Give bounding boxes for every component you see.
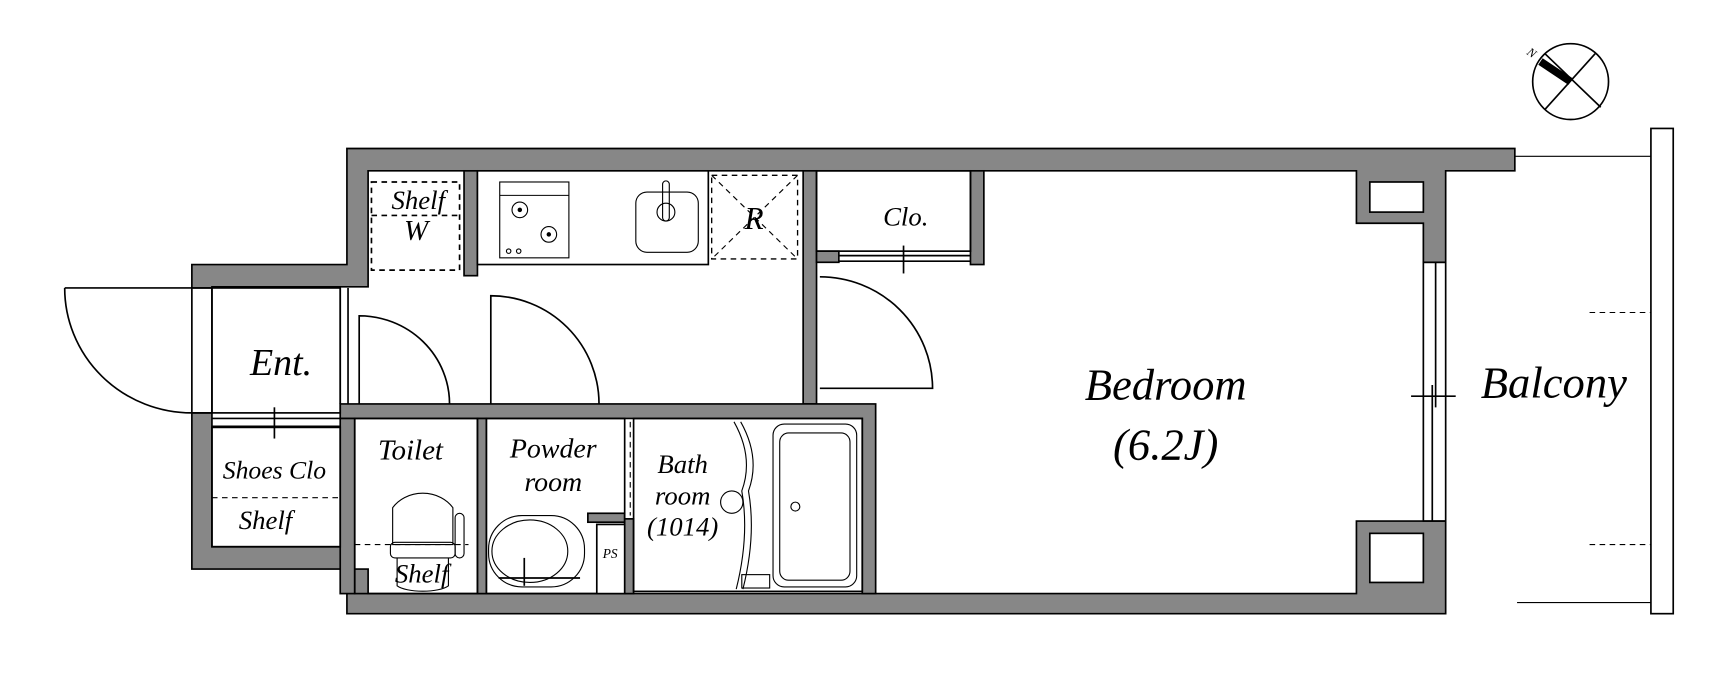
- ps-label: PS: [602, 546, 618, 561]
- shoes-closet-label: Shoes Clo: [223, 456, 326, 485]
- compass-icon: N: [1523, 42, 1610, 121]
- bedroom-label: Bedroom: [1085, 360, 1247, 410]
- shoes-shelf-label: Shelf: [239, 505, 296, 535]
- walls: [191, 147, 1516, 615]
- powder-room: Powder room PS: [485, 417, 631, 595]
- balcony-label: Balcony: [1481, 357, 1627, 407]
- north-label: N: [1523, 44, 1539, 61]
- entrance-label: Ent.: [249, 342, 312, 384]
- toilet-shelf-label: Shelf: [395, 558, 452, 588]
- closet: Clo.: [815, 169, 972, 274]
- fridge-label: R: [744, 201, 764, 236]
- doors: [358, 275, 934, 404]
- kitchen: R Shelf W: [370, 169, 799, 271]
- toilet-label: Toilet: [378, 435, 444, 467]
- toilet-room: Toilet Shelf: [353, 417, 479, 595]
- bathroom: Bath room (1014): [632, 417, 864, 593]
- bathroom-label-3: (1014): [647, 512, 718, 542]
- powder-room-label-1: Powder: [509, 434, 597, 465]
- balcony: [1411, 127, 1675, 615]
- entrance: Ent. Shoes Clo Shelf: [63, 287, 349, 548]
- bedroom: Bedroom (6.2J): [1085, 360, 1247, 470]
- powder-room-label-2: room: [524, 467, 582, 498]
- bathroom-label-1: Bath: [657, 449, 708, 479]
- bathroom-label-2: room: [655, 480, 711, 510]
- shelf-label: Shelf: [392, 185, 449, 215]
- washer-label: W: [404, 215, 431, 247]
- closet-label: Clo.: [883, 201, 928, 231]
- bedroom-size-label: (6.2J): [1113, 420, 1218, 470]
